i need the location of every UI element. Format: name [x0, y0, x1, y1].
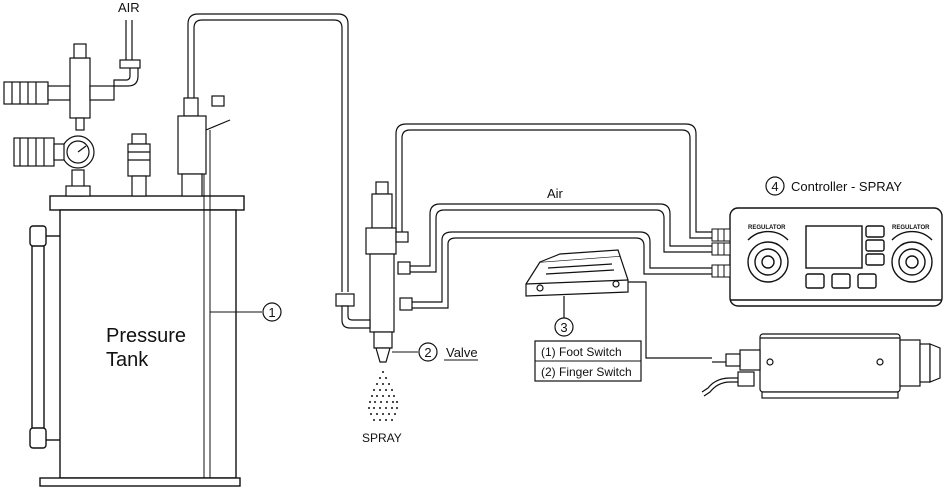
- controller-button-6: [857, 273, 877, 289]
- tank-label-line1: Pressure: [106, 325, 186, 347]
- regulator-right-label: REGULATOR: [892, 225, 930, 231]
- controller-line-1: [395, 123, 712, 239]
- leader-lines: [210, 311, 478, 361]
- controller-display: [805, 225, 863, 269]
- power-box: [725, 333, 941, 399]
- finger-switch-label: (2) Finger Switch: [541, 365, 632, 379]
- connector-1: [711, 228, 731, 242]
- tank-body: [59, 209, 237, 479]
- regulator-left-label: REGULATOR: [748, 225, 786, 231]
- controller: [729, 207, 943, 307]
- outlet-valve: [177, 115, 207, 175]
- valve-label: Valve: [446, 345, 478, 360]
- controller-label: Controller - SPRAY: [791, 179, 902, 194]
- valve-body: [369, 253, 395, 333]
- power-cables: [701, 361, 738, 397]
- callout-2-number: 2: [424, 345, 431, 360]
- callout-1-number: 1: [268, 305, 275, 320]
- spray-cloud: [368, 371, 398, 421]
- connector-3: [711, 264, 731, 278]
- foot-switch: [525, 249, 629, 318]
- air-inlet-fittings: [3, 20, 231, 197]
- ball-valve: [69, 57, 91, 119]
- callout-3-number: 3: [560, 320, 567, 335]
- pressure-tank: [29, 130, 245, 487]
- controller-line-3: [412, 231, 712, 309]
- muffler: [3, 81, 49, 105]
- air-top-label: AIR: [118, 0, 140, 15]
- callout-3: 3: [554, 317, 574, 337]
- air-line-label: Air: [547, 186, 564, 201]
- foot-switch-label: (1) Foot Switch: [541, 345, 622, 359]
- foot-switch-cable: [628, 281, 712, 359]
- tank-to-valve-air-pipe: [187, 13, 349, 292]
- controller-button-1: [865, 225, 885, 238]
- tank-lid: [49, 195, 245, 211]
- sight-glass: [31, 235, 45, 431]
- callout-1: 1: [262, 302, 282, 322]
- safety-valve: [131, 133, 147, 145]
- controller-button-2: [865, 239, 885, 252]
- callout-2: 2: [418, 342, 438, 362]
- spray-valve: [335, 181, 413, 363]
- controller-connectors: [711, 228, 731, 278]
- callout-4-number: 4: [771, 179, 778, 194]
- callout-4: 4: [765, 176, 785, 196]
- controller-button-3: [865, 253, 885, 266]
- switch-options-box: (1) Foot Switch (2) Finger Switch: [534, 340, 642, 382]
- connector-2: [711, 242, 731, 256]
- controller-button-4: [805, 273, 825, 289]
- tank-label-line2: Tank: [106, 349, 149, 371]
- tank-base: [39, 477, 241, 487]
- controller-line-2-air: [410, 203, 712, 273]
- spray-label: SPRAY: [362, 431, 402, 445]
- controller-button-5: [831, 273, 851, 289]
